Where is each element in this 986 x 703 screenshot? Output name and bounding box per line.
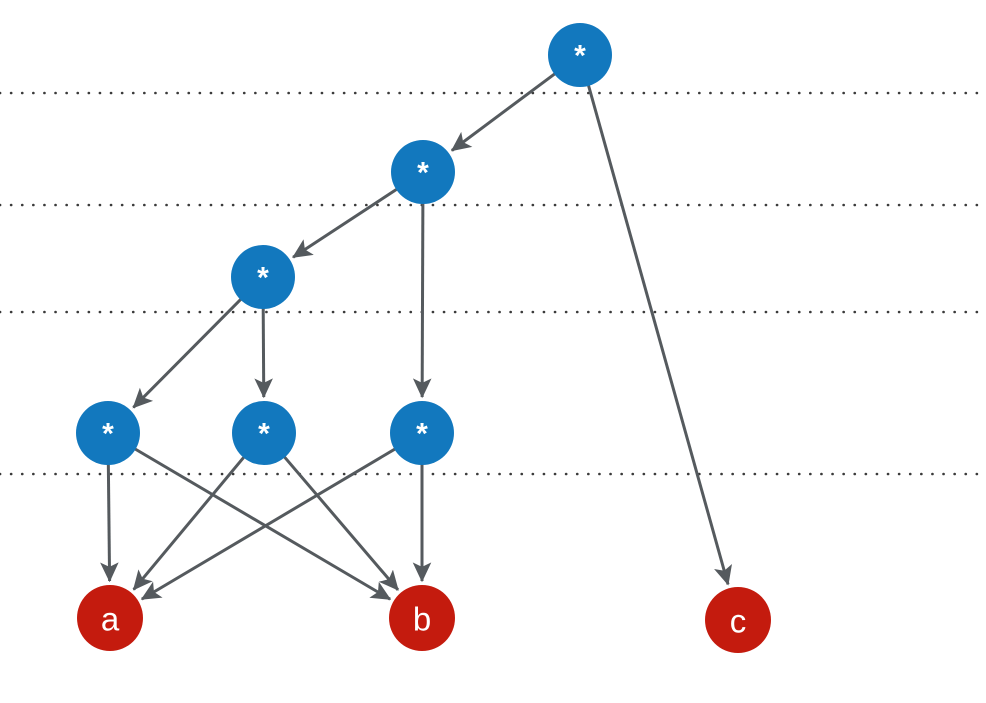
graph-node-nb[interactable]: b: [389, 585, 455, 651]
level-lines-group: [0, 91, 986, 476]
graph-edge: [100, 463, 119, 583]
graph-node-n2[interactable]: *: [391, 140, 455, 204]
graph-node-n1[interactable]: *: [548, 23, 612, 87]
leaf-node-circle[interactable]: [705, 587, 771, 653]
operator-node-circle[interactable]: [232, 401, 296, 465]
graph-edge: [586, 84, 732, 586]
graph-edge: [412, 202, 432, 399]
graph-node-n6[interactable]: *: [390, 401, 454, 465]
graph-node-n5[interactable]: *: [232, 401, 296, 465]
operator-node-circle[interactable]: [390, 401, 454, 465]
operator-node-circle[interactable]: [391, 140, 455, 204]
graph-node-nc[interactable]: c: [705, 587, 771, 653]
graph-edge: [450, 72, 557, 152]
graph-node-n3[interactable]: *: [231, 245, 295, 309]
graph-edge: [140, 447, 397, 601]
graph-edge: [132, 455, 246, 591]
graph-edge: [133, 447, 392, 601]
operator-node-circle[interactable]: [548, 23, 612, 87]
leaf-node-circle[interactable]: [77, 585, 143, 651]
graph-node-na[interactable]: a: [77, 585, 143, 651]
graph-edge: [132, 297, 243, 409]
graph-node-n4[interactable]: *: [76, 401, 140, 465]
operator-node-circle[interactable]: [231, 245, 295, 309]
graph-edge: [254, 307, 273, 399]
graph-edge: [292, 187, 398, 259]
operator-node-circle[interactable]: [76, 401, 140, 465]
graph-edge: [282, 455, 400, 591]
edges-group: [100, 72, 732, 601]
leaf-node-circle[interactable]: [389, 585, 455, 651]
